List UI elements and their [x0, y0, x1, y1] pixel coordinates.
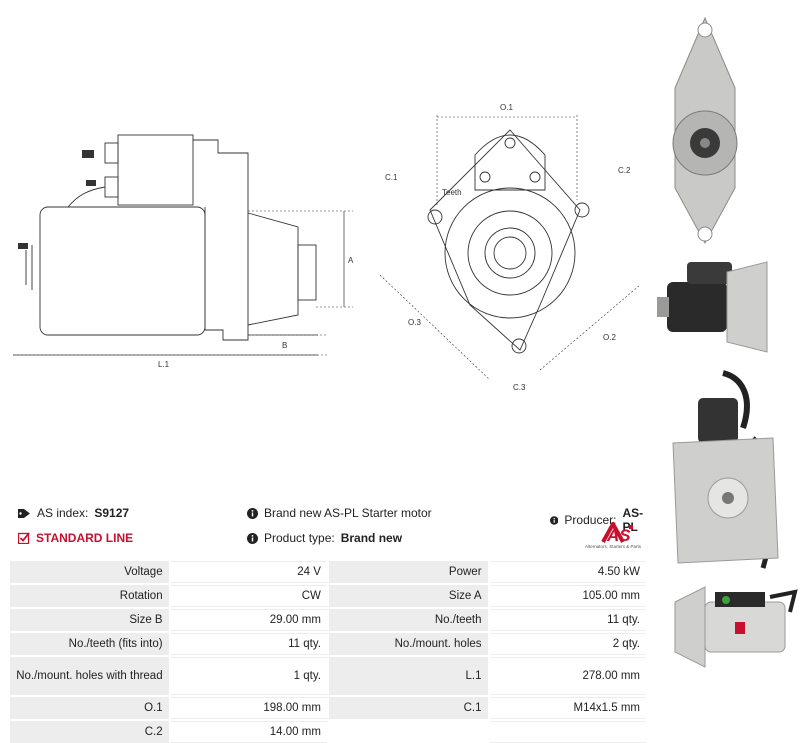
- spec-label: No./mount. holes: [328, 633, 488, 655]
- dim-label-c1: C.1: [385, 173, 398, 182]
- table-row: O.1 198.00 mm C.1 M14x1.5 mm: [10, 697, 646, 719]
- spec-label: No./teeth (fits into): [10, 633, 169, 655]
- brand-logo[interactable]: AS Alternators, Starters & Parts: [585, 519, 650, 552]
- description-text: Brand new AS-PL Starter motor: [264, 506, 432, 520]
- spec-label: Power: [328, 561, 488, 583]
- technical-drawing: A B L.1 O.1 O.2 O.3 C.1: [0, 95, 650, 405]
- spec-label: [328, 721, 488, 743]
- as-index-label: AS index:: [37, 506, 89, 520]
- spec-value: 11 qty.: [170, 633, 327, 655]
- product-photo-side[interactable]: [657, 252, 777, 362]
- spec-value: 1 qty.: [170, 657, 327, 695]
- table-row: Size B 29.00 mm No./teeth 11 qty.: [10, 609, 646, 631]
- dim-label-o3: O.3: [408, 318, 421, 327]
- table-row: No./teeth (fits into) 11 qty. No./mount.…: [10, 633, 646, 655]
- info-icon: [247, 507, 258, 519]
- spec-label: L.1: [328, 657, 488, 695]
- dim-label-o2: O.2: [603, 333, 616, 342]
- spec-label: C.1: [328, 697, 488, 719]
- brand-logo-text: AS: [606, 526, 631, 544]
- standard-line: STANDARD LINE: [18, 531, 133, 545]
- as-pl-logo: AS: [601, 519, 633, 545]
- spec-label: C.2: [10, 721, 169, 743]
- product-info: AS index: S9127 STANDARD LINE Brand new …: [0, 500, 650, 560]
- table-row: Voltage 24 V Power 4.50 kW: [10, 561, 646, 583]
- spec-label: Voltage: [10, 561, 169, 583]
- dim-label-teeth: Teeth: [442, 188, 462, 197]
- standard-line-label: STANDARD LINE: [36, 531, 134, 545]
- table-row: Rotation CW Size A 105.00 mm: [10, 585, 646, 607]
- spec-value: 278.00 mm: [489, 657, 646, 695]
- product-type-value: Brand new: [340, 531, 403, 545]
- spec-label: No./mount. holes with thread: [10, 657, 169, 695]
- producer-label: Producer:: [564, 513, 617, 527]
- spec-label: O.1: [10, 697, 169, 719]
- product-type: Product type: Brand new: [247, 531, 402, 545]
- spec-value: [489, 721, 646, 743]
- front-view-drawing: O.1 O.2 O.3 C.1 C.2 C.3 Teeth: [379, 103, 641, 392]
- tag-icon: [18, 508, 30, 518]
- description: Brand new AS-PL Starter motor: [247, 506, 432, 520]
- dim-label-c2: C.2: [618, 166, 631, 175]
- spec-value: 105.00 mm: [489, 585, 646, 607]
- spec-table: Voltage 24 V Power 4.50 kW Rotation CW S…: [8, 559, 648, 743]
- spec-label: Size B: [10, 609, 169, 631]
- spec-value: 14.00 mm: [170, 721, 327, 743]
- checkbox-checked-icon: [18, 532, 30, 544]
- info-icon: [247, 532, 258, 544]
- side-view-drawing: A B L.1: [13, 134, 354, 369]
- spec-value: 29.00 mm: [170, 609, 327, 631]
- product-photo-front[interactable]: [665, 8, 743, 248]
- dim-label-c3: C.3: [513, 383, 526, 392]
- info-icon: [550, 515, 559, 525]
- spec-value: 24 V: [170, 561, 327, 583]
- spec-value: CW: [170, 585, 327, 607]
- as-index-value: S9127: [94, 506, 130, 520]
- spec-value: 2 qty.: [489, 633, 646, 655]
- brand-tagline: Alternators, Starters & Parts: [585, 544, 642, 549]
- spec-label: Rotation: [10, 585, 169, 607]
- table-row: No./mount. holes with thread 1 qty. L.1 …: [10, 657, 646, 695]
- product-type-label: Product type:: [264, 531, 335, 545]
- spec-value: 11 qty.: [489, 609, 646, 631]
- dim-label-o1: O.1: [500, 103, 513, 112]
- spec-value: M14x1.5 mm: [489, 697, 646, 719]
- dim-label-l1: L.1: [158, 360, 170, 369]
- table-row: C.2 14.00 mm: [10, 721, 646, 743]
- product-photo-column: [655, 0, 800, 743]
- dim-label-b: B: [282, 341, 287, 350]
- spec-label: No./teeth: [328, 609, 488, 631]
- dim-label-a: A: [348, 256, 354, 265]
- spec-value: 198.00 mm: [170, 697, 327, 719]
- product-photo-rear[interactable]: [663, 368, 793, 578]
- spec-value: 4.50 kW: [489, 561, 646, 583]
- as-index: AS index: S9127: [18, 506, 129, 520]
- product-photo-top[interactable]: [670, 582, 800, 672]
- spec-label: Size A: [328, 585, 488, 607]
